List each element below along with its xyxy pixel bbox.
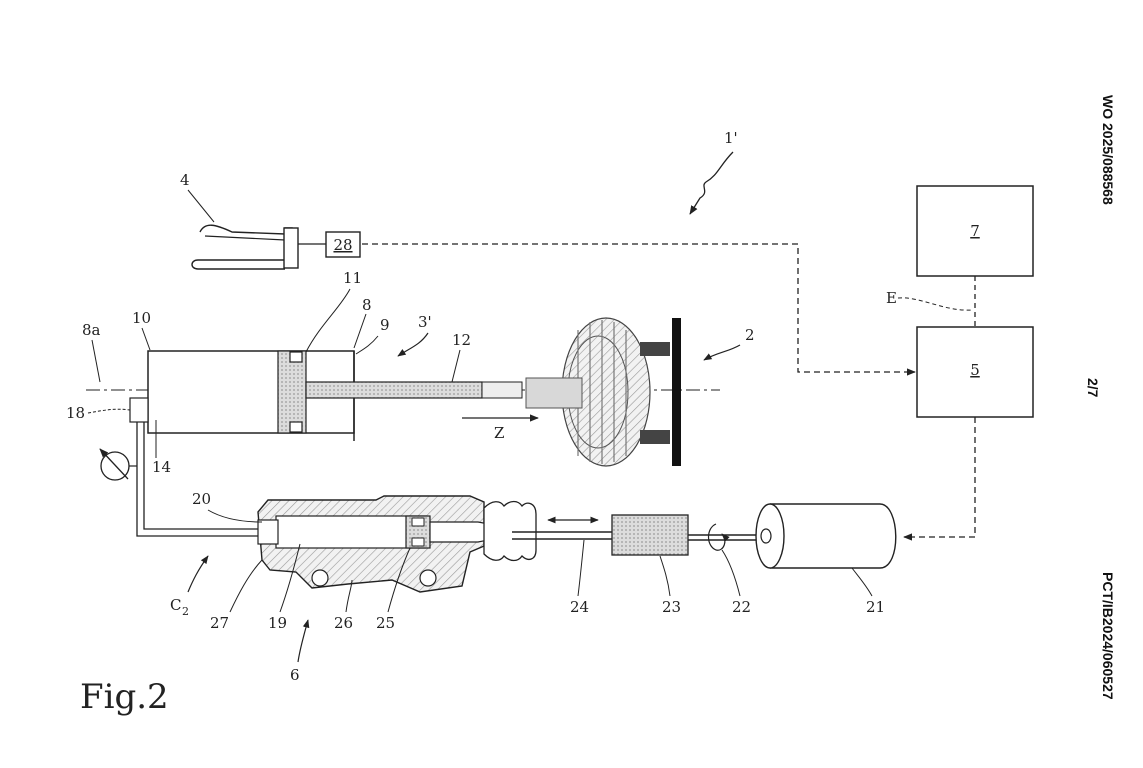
label-1prime: 1' [724, 129, 738, 147]
label-E: E [886, 289, 897, 307]
label-4: 4 [180, 171, 190, 189]
link-E: E [886, 276, 975, 327]
label-9: 9 [380, 316, 390, 334]
label-28: 28 [333, 236, 352, 254]
hydraulic-line [100, 422, 262, 536]
label-23: 23 [662, 598, 681, 616]
signal-line-5-to-21 [904, 417, 975, 537]
label-11: 11 [343, 269, 362, 287]
label-19: 19 [268, 614, 287, 632]
label-7: 7 [970, 222, 980, 240]
label-C2-subscript: 2 [182, 605, 189, 618]
label-20: 20 [192, 490, 211, 508]
control-unit-7: 7 [917, 186, 1033, 276]
clutch-2: 2 [526, 318, 755, 466]
label-C2: C [170, 596, 181, 614]
lever-4: 4 [180, 171, 326, 269]
label-18: 18 [66, 404, 85, 422]
label-3prime: 3' [418, 313, 432, 331]
label-12: 12 [452, 331, 471, 349]
label-25: 25 [376, 614, 395, 632]
label-14: 14 [152, 458, 171, 476]
label-21: 21 [866, 598, 885, 616]
label-5: 5 [970, 361, 980, 379]
sheet-number: 2/7 [1085, 378, 1101, 398]
label-2: 2 [745, 326, 755, 344]
publication-number: WO 2025/088568 [1100, 95, 1116, 205]
master-cylinder-6: 20 27 19 26 25 6 C 2 [170, 490, 536, 684]
label-10: 10 [132, 309, 151, 327]
label-24: 24 [570, 598, 589, 616]
label-22: 22 [732, 598, 751, 616]
label-8: 8 [362, 296, 372, 314]
sensor-28: 28 [326, 232, 360, 257]
actuator-assembly: 24 23 22 21 [512, 504, 896, 616]
application-number: PCT/IB2024/060527 [1100, 572, 1116, 700]
system-reference-1prime: 1' [690, 129, 738, 214]
label-26: 26 [334, 614, 353, 632]
control-unit-5: 5 [917, 327, 1033, 417]
figure-caption: Fig.2 [80, 677, 169, 717]
label-27: 27 [210, 614, 229, 632]
label-Z: Z [494, 424, 504, 442]
label-6: 6 [290, 666, 300, 684]
label-8a: 8a [82, 321, 101, 339]
